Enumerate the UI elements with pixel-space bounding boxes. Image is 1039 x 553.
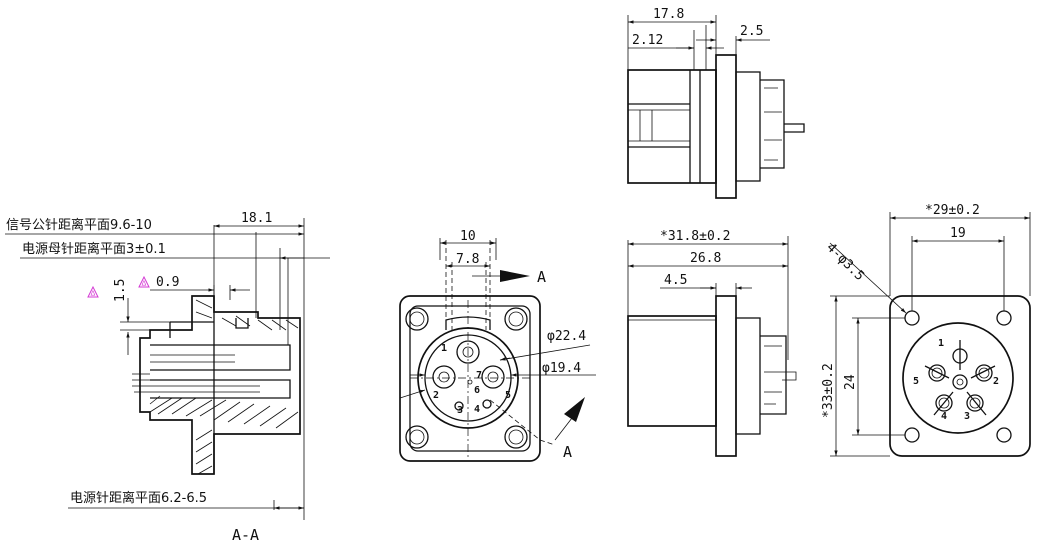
front-pin-7: 7 [476,370,482,381]
dim-26-8: 26.8 [690,251,721,266]
note-signal-pin-distance: 信号公针距离平面9.6-10 [6,217,152,233]
section-arrow-label-bottom: A [563,443,572,461]
rear-view: 1 2 3 4 5 [830,212,1031,457]
svg-text:Δ: Δ [142,280,147,288]
dim-0-9: 0.9 [156,275,179,290]
dim-18-1: 18.1 [241,211,272,226]
dim-2-5: 2.5 [740,24,763,39]
dim-diameter-22-4: φ22.4 [547,329,586,344]
section-label-a-a: A-A [232,526,259,544]
side-dimensions: *31.8±0.2 26.8 4.5 [628,229,788,290]
dim-diameter-19-4: φ19.4 [542,361,581,376]
dim-1-5: 1.5 [113,279,128,302]
dim-33: *33±0.2 [821,363,836,418]
front-view: 1 2 3 4 5 6 7 [399,240,556,462]
dim-19: 19 [950,226,966,241]
dim-4-5: 4.5 [664,273,687,288]
dim-hole-diameter: 4-φ3.5 [823,240,867,284]
front-pin-6: 6 [474,385,480,396]
note-power-pin-distance: 电源针距离平面6.2-6.5 [70,490,207,506]
section-arrow-icon [472,270,530,282]
rear-pin-5: 5 [913,376,919,387]
front-pin-5: 5 [505,390,511,401]
section-arrow-icon [554,397,585,441]
dim-10: 10 [460,229,476,244]
rear-dimensions: *29±0.2 19 4-φ3.5 *33±0.2 24 [821,203,1030,456]
front-pin-3: 3 [457,405,463,416]
front-pin-1: 1 [441,343,447,354]
side-view [627,236,797,457]
warning-triangle-icon: Δ [87,285,99,298]
svg-text:Δ: Δ [91,290,96,298]
section-view-a-a [120,218,305,520]
section-dimensions: 18.1 信号公针距离平面9.6-10 电源母针距离平面3±0.1 1.5 0.… [5,211,330,544]
side-top-dimensions: 17.8 2.12 2.5 [628,7,770,55]
dim-2-12: 2.12 [632,33,663,48]
section-arrow-label-top: A [537,268,546,286]
rear-pin-2: 2 [993,376,999,387]
front-dimensions: 10 7.8 φ22.4 φ19.4 A A [399,229,596,461]
dim-24: 24 [843,374,858,390]
rear-pin-3: 3 [964,411,970,422]
side-top-view [627,15,805,199]
front-pin-2: 2 [433,390,439,401]
dim-17-8: 17.8 [653,7,684,22]
rear-pin-4: 4 [941,411,947,422]
dim-31-8: *31.8±0.2 [660,229,730,244]
dim-7-8: 7.8 [456,252,479,267]
rear-pin-1: 1 [938,338,944,349]
note-power-female-distance: 电源母针距离平面3±0.1 [22,241,166,257]
dim-29: *29±0.2 [925,203,980,218]
front-pin-4: 4 [474,404,480,415]
warning-triangle-icon: Δ [138,275,150,288]
